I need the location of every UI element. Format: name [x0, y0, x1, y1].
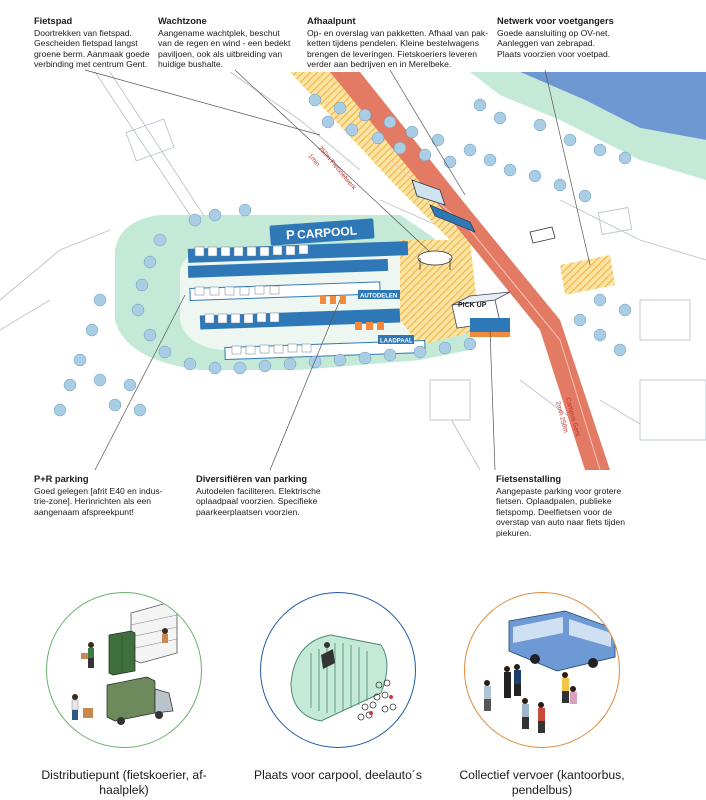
annotation-line: Op- en overslag van pakketten. Afhaal va…	[307, 27, 489, 38]
annotation-line: Doortrekken van fietspad.	[34, 27, 132, 38]
annotation-line: Plaats voorzien voor voetpad.	[497, 48, 611, 59]
laadpaal-sign: LAADPAAL	[378, 335, 414, 345]
crossing-hatch	[560, 255, 615, 295]
annotation-title: Netwerk voor voetgangers	[497, 16, 614, 26]
annotation-title: Fietsenstalling	[496, 474, 562, 484]
caption-line: pendelbus)	[511, 783, 573, 797]
carpool-illustration	[290, 634, 397, 722]
water-area	[520, 72, 706, 140]
annotation-line: Aangename wachtplek, beschut	[158, 27, 280, 38]
parking-rows	[187, 241, 426, 361]
carpool-text: CARPOOL	[297, 224, 358, 242]
fietsnetwerk-time-label: 1min	[306, 153, 321, 169]
annotation-line: Aangepaste parking voor grotere	[496, 485, 622, 496]
distributiepunt-illustration	[71, 602, 178, 725]
caption-collectief-vervoer: Collectief vervoer (kantoorbus, pendelbu…	[432, 768, 652, 798]
caption-line: Distributiepunt (fietskoerier, af-	[41, 768, 207, 782]
carpool-p-text: P	[286, 227, 296, 243]
collectief-vervoer-illustration	[484, 610, 616, 733]
annotation-title: Wachtzone	[158, 16, 207, 26]
circle-distributiepunt	[46, 592, 202, 748]
caption-distributiepunt: Distributiepunt (fietskoerier, af- haalp…	[14, 768, 234, 798]
annotation-diversifieren: Diversifiëren van parking Autodelen faci…	[196, 474, 356, 517]
annotation-line: groene berm. Aanmaak goede	[34, 48, 150, 59]
annotation-pr-parking: P+R parking Goed gelegen [afrit E40 en i…	[34, 474, 184, 517]
annotation-wachtzone: Wachtzone Aangename wachtplek, beschut v…	[158, 16, 308, 70]
annotation-line: piekuren.	[496, 527, 532, 538]
caption-line: Plaats voor carpool, deelauto´s	[253, 768, 422, 782]
caption-carpool: Plaats voor carpool, deelauto´s	[228, 768, 448, 783]
annotation-line: aangenaam afspreekpunt!	[34, 506, 134, 517]
site-plan-map: P CARPOOL AUTODELEN LAADPAAL PICK UP	[0, 69, 706, 470]
pickup-text: PICK UP	[458, 302, 487, 309]
carpool-sign: P CARPOOL	[269, 218, 375, 246]
annotation-line: paviljoen, ook als uitbreiding van	[158, 48, 283, 59]
annotation-line: brengen de leveringen. Fietskoeriers lev…	[307, 48, 478, 59]
path-hatch	[290, 72, 470, 250]
circle-carpool	[260, 592, 416, 748]
autodelen-sign: AUTODELEN	[358, 290, 400, 300]
laadpaal-text: LAADPAAL	[380, 339, 413, 345]
annotation-title: Afhaalpunt	[307, 16, 356, 26]
annotation-fietsenstalling: Fietsenstalling Aangepaste parking voor …	[496, 474, 666, 539]
autodelen-text: AUTODELEN	[360, 294, 397, 300]
circle-collectief-vervoer	[464, 592, 620, 748]
main-road	[330, 72, 610, 470]
annotation-line: Autodelen faciliteren. Elektrische	[196, 485, 321, 496]
annotation-fietspad: Fietspad Doortrekken van fietspad. Gesch…	[34, 16, 174, 70]
annotation-title: Diversifiëren van parking	[196, 474, 308, 484]
annotation-netwerk: Netwerk voor voetgangers Goede aansluiti…	[497, 16, 647, 59]
annotation-line: huidige bushalte.	[158, 59, 223, 70]
annotation-line: oplaadpaal voorzien. Specifieke	[196, 496, 318, 507]
annotation-line: Gescheiden fietspad langst	[34, 38, 138, 49]
green-bank-top	[470, 72, 706, 180]
annotation-line: paarkeerplaatsen voorzien.	[196, 506, 300, 517]
annotation-line: fietspomp. Deelfietsen voor de	[496, 506, 613, 517]
caption-line: Collectief vervoer (kantoorbus,	[459, 768, 625, 782]
annotation-line: trie-zone]. Herinrichten als een	[34, 496, 152, 507]
bus-shelter	[417, 250, 453, 270]
annotation-title: Fietspad	[34, 16, 73, 26]
bus	[411, 179, 476, 233]
annotation-line: overstap van auto naar fiets tijden	[496, 517, 625, 528]
annotation-afhaalpunt: Afhaalpunt Op- en overslag van pakketten…	[307, 16, 507, 70]
annotation-title: P+R parking	[34, 474, 89, 484]
annotation-line: fietsen. Oplaadpalen, publieke	[496, 496, 612, 507]
annotation-line: Goede aansluiting op OV-net.	[497, 27, 610, 38]
leader-lines	[84, 69, 591, 470]
trees	[53, 93, 632, 417]
annotation-line: van de regen en wind - een bedekt	[158, 38, 291, 49]
annotation-line: verbinding met centrum Gent.	[34, 59, 148, 70]
annotation-line: ketten tijdens pendelen. Kleine bestelwa…	[307, 38, 479, 49]
annotation-line: Goed gelegen [afrit E40 en indus-	[34, 485, 163, 496]
annotation-line: Aanleggen van zebrapad.	[497, 38, 595, 49]
annotation-line: verder aan bedrijven en in Merelbeke.	[307, 59, 452, 70]
caption-line: haalplek)	[99, 783, 149, 797]
